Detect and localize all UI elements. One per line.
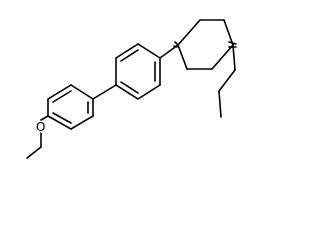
cyclohexane-ring [177,19,234,70]
benzene-ring-lower [47,84,94,130]
benzene-ring-upper [115,43,161,100]
stereo-wedge-left [173,41,178,48]
oxygen-atom: O [36,115,49,134]
oxygen-label: O [36,120,45,134]
chemical-structure: O [26,19,237,159]
ethyl-group [26,132,42,159]
propyl-group [218,44,236,118]
biphenyl-bond [92,84,117,100]
